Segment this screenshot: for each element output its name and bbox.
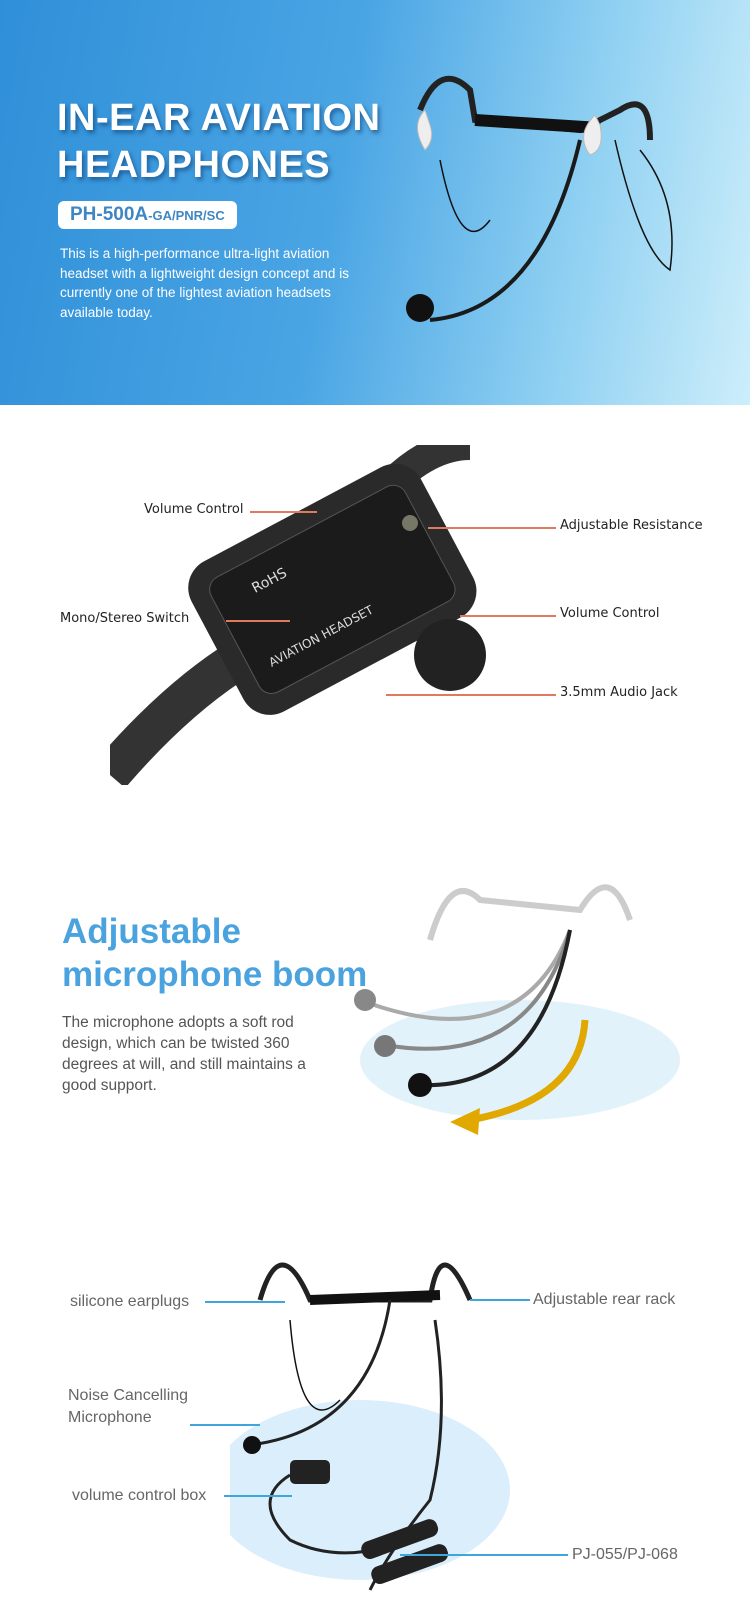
callout-line (460, 615, 556, 617)
control-box-section: RoHS AVIATION HEADSET Volume Control Adj… (0, 405, 750, 795)
callout-line (250, 511, 317, 513)
boom-title-line1: Adjustable (62, 912, 241, 951)
label-mono-stereo-switch: Mono/Stereo Switch (60, 611, 190, 626)
model-badge: PH-500A-GA/PNR/SC (58, 201, 237, 229)
label-volume-control-right: Volume Control (560, 606, 660, 621)
headset-parts-image (230, 1262, 510, 1591)
label-volume-control-top: Volume Control (144, 502, 244, 517)
label-silicone-earplugs: silicone earplugs (70, 1293, 190, 1310)
headset-image (406, 75, 673, 322)
callout-line (400, 1554, 568, 1556)
callout-line (428, 527, 556, 529)
hero-title-line2: HEADPHONES (57, 144, 331, 186)
callout-line (205, 1301, 285, 1303)
callout-line (470, 1299, 530, 1301)
hero-description: This is a high-performance ultra-light a… (60, 246, 349, 320)
label-microphone: Microphone (68, 1409, 152, 1426)
label-noise-cancelling: Noise Cancelling (68, 1387, 189, 1404)
parts-section: silicone earplugs Adjustable rear rack N… (0, 1240, 750, 1619)
boom-rotation-image (354, 884, 680, 1135)
model-suffix: -GA/PNR/SC (148, 208, 225, 223)
callout-line (386, 694, 556, 696)
callout-line (226, 620, 290, 622)
label-adjustable-resistance: Adjustable Resistance (560, 518, 703, 533)
label-audio-jack: 3.5mm Audio Jack (560, 685, 678, 700)
boom-description: The microphone adopts a soft rod design,… (62, 1014, 306, 1094)
label-adjustable-rear-rack: Adjustable rear rack (533, 1291, 676, 1308)
callout-line (224, 1495, 292, 1497)
hero-banner: IN-EAR AVIATION HEADPHONES PH-500A-GA/PN… (0, 0, 750, 405)
label-volume-control-box: volume control box (72, 1487, 207, 1504)
boom-title: Adjustable microphone boom (62, 910, 367, 996)
hero-title-line1: IN-EAR AVIATION (57, 97, 381, 139)
label-plug-models: PJ-055/PJ-068 (572, 1546, 678, 1563)
control-box-image: RoHS AVIATION HEADSET (110, 445, 486, 785)
boom-title-line2: microphone boom (62, 955, 368, 994)
callout-line (190, 1424, 260, 1426)
rotation-arrow-icon (469, 1019, 589, 1124)
model-name: PH-500A (70, 204, 149, 225)
